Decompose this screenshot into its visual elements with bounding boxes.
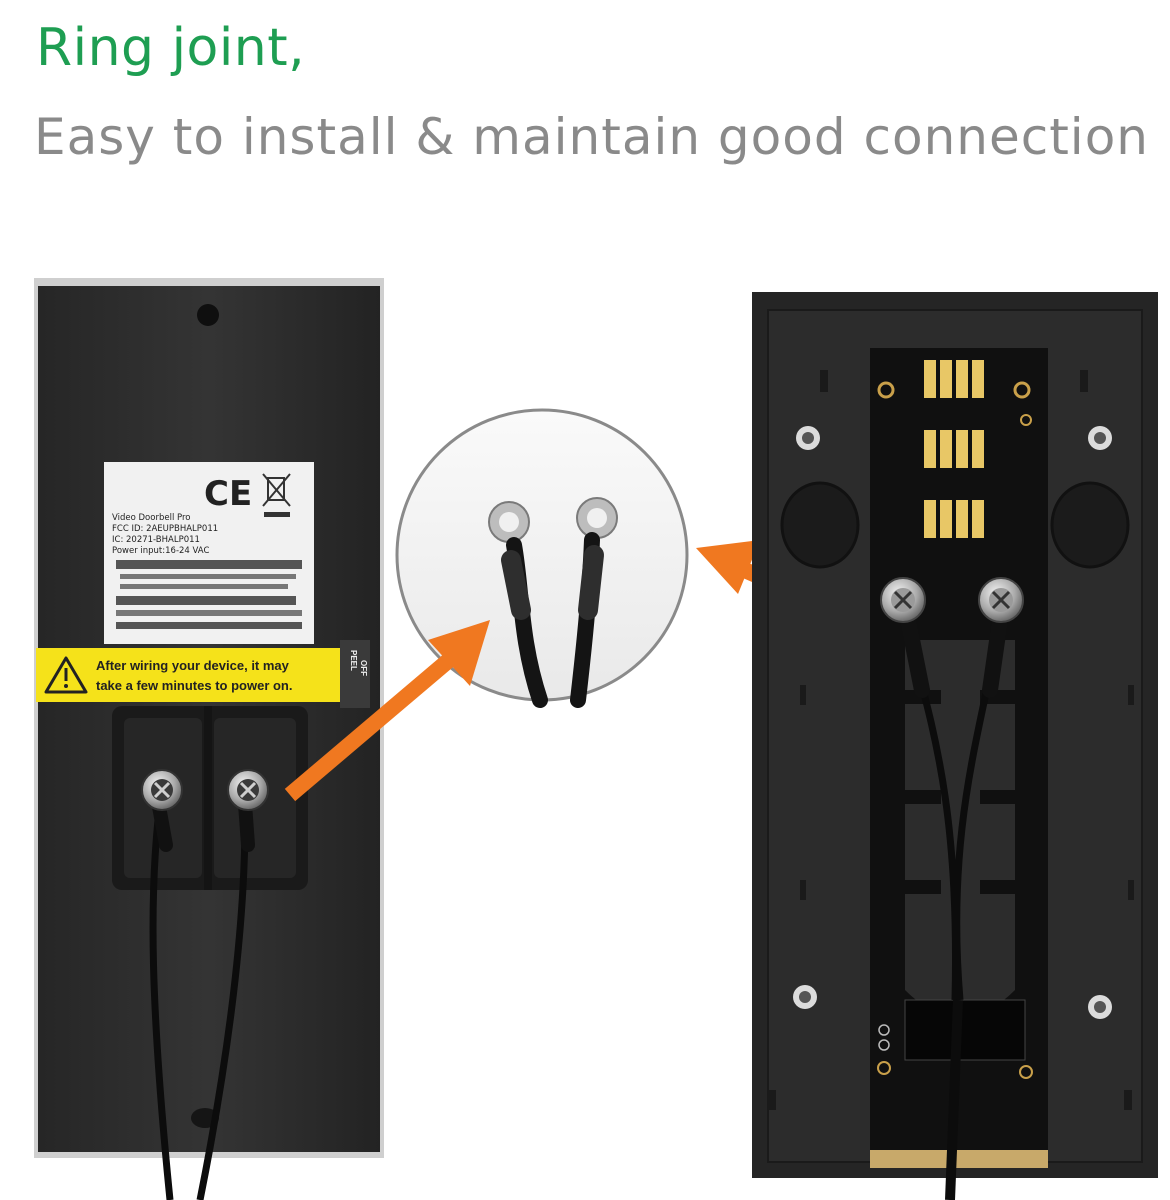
mount-hole bbox=[197, 304, 219, 326]
weee-bin-icon bbox=[262, 473, 291, 517]
orange-arrow-icon bbox=[284, 620, 490, 802]
ring-terminal bbox=[570, 497, 618, 708]
terminal-screw bbox=[880, 577, 926, 623]
label-line: Video Doorbell Pro bbox=[112, 513, 191, 523]
mount-hole bbox=[796, 426, 820, 450]
mount-hole bbox=[793, 985, 817, 1009]
warning-text-line1: After wiring your device, it may bbox=[96, 658, 290, 673]
zoom-circle bbox=[395, 408, 689, 708]
regulatory-label: CE Video Doorbell Pro FCC ID: 2AEUPBHALP… bbox=[104, 462, 314, 644]
label-line: Power input:16-24 VAC bbox=[112, 546, 209, 556]
rubber-pad bbox=[1050, 481, 1130, 569]
warning-text-line2: take a few minutes to power on. bbox=[96, 678, 292, 693]
gold-contacts bbox=[924, 360, 984, 538]
terminal-recess bbox=[112, 706, 308, 890]
terminal-screw bbox=[227, 769, 269, 811]
peel-label: PEEL bbox=[349, 650, 358, 671]
label-line: IC: 20271-BHALP011 bbox=[112, 535, 200, 545]
warning-sticker: After wiring your device, it may take a … bbox=[36, 640, 370, 708]
barcode-block bbox=[116, 560, 302, 629]
ring-terminal bbox=[488, 501, 548, 708]
left-doorbell-back bbox=[34, 278, 384, 1158]
terminal-screw bbox=[978, 577, 1024, 623]
terminal-screw bbox=[141, 769, 183, 811]
ce-mark: CE bbox=[204, 474, 252, 514]
off-label: OFF bbox=[359, 660, 368, 676]
rubber-pad bbox=[780, 481, 860, 569]
right-mounting-plate bbox=[752, 292, 1158, 1200]
warning-triangle-icon bbox=[44, 656, 88, 694]
label-line: FCC ID: 2AEUPBHALP011 bbox=[112, 524, 218, 534]
page-subtitle: Easy to install & maintain good connecti… bbox=[34, 108, 1149, 166]
mount-hole bbox=[1088, 426, 1112, 450]
side-slots bbox=[768, 370, 1134, 1110]
mount-hole bbox=[1088, 995, 1112, 1019]
right-wires bbox=[900, 612, 1008, 1200]
page-title: Ring joint, bbox=[36, 18, 306, 78]
